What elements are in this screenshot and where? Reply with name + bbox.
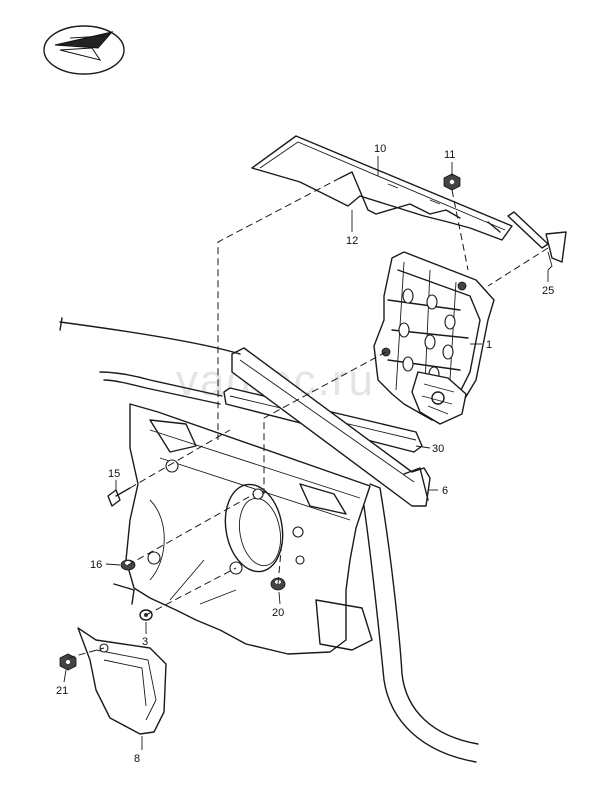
door-frame — [59, 317, 479, 763]
callout-6: 6 — [442, 485, 448, 497]
callout-30: 30 — [432, 443, 444, 455]
callout-10: 11 — [444, 149, 455, 161]
callout-16: 20 — [272, 607, 284, 619]
assembly-lines — [67, 177, 549, 659]
orientation-icon — [43, 25, 125, 75]
part-10-nut — [443, 173, 461, 191]
callout-25: 25 — [542, 285, 554, 297]
callout-20: 8 — [134, 753, 140, 765]
callout-3: 3 — [142, 636, 148, 648]
part-21-nut — [59, 653, 77, 671]
callout-11: 15 — [108, 468, 120, 480]
part-25-rod — [507, 211, 567, 271]
callout-leaders — [63, 156, 549, 750]
callout-15: 16 — [90, 559, 102, 571]
callout-12: 12 — [346, 235, 358, 247]
callouts: 10 11 12 25 1 30 6 15 16 3 20 21 8 — [56, 143, 554, 765]
part-8-rail — [251, 135, 513, 241]
callout-1: 1 — [486, 339, 492, 351]
door-inner-panel — [113, 403, 373, 655]
part-20-bracket — [77, 627, 167, 735]
part-1-regulator — [373, 251, 495, 425]
part-6-strip — [231, 347, 431, 507]
callout-8: 10 — [374, 143, 386, 155]
part-11-bolt — [107, 487, 131, 507]
callout-21: 21 — [56, 685, 68, 697]
